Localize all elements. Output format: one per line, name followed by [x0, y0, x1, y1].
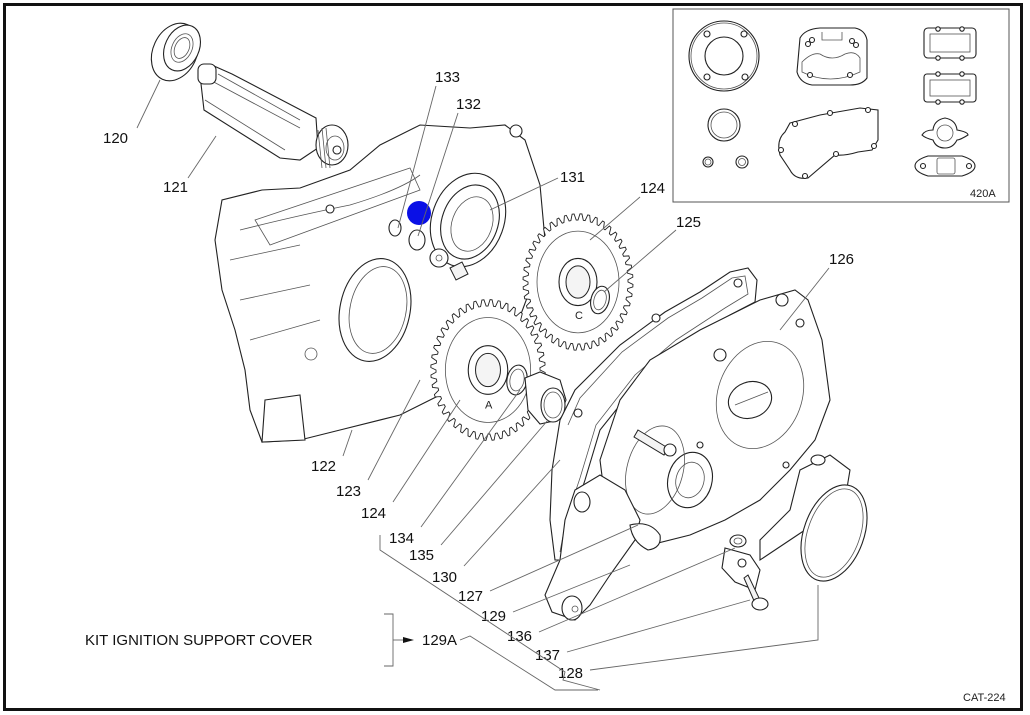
callout-dowel[interactable]: 123	[336, 379, 421, 500]
callout-oil-seal[interactable]: 131	[489, 169, 585, 211]
callout-number[interactable]: 128	[558, 665, 583, 682]
leader-line	[463, 459, 561, 567]
callout-gear-a[interactable]: 124	[361, 399, 461, 522]
intake-gasket-icon	[921, 117, 969, 149]
leader-line	[392, 399, 461, 503]
callout-number[interactable]: 121	[163, 179, 188, 196]
callout-circlip[interactable]: 125	[603, 214, 701, 293]
small-washer-part[interactable]	[729, 534, 747, 548]
kit-arrow-icon	[403, 637, 414, 643]
callout-ignition-cover[interactable]: 126	[779, 251, 854, 331]
ignition-cover-part[interactable]	[599, 289, 831, 546]
balance-shaft-part[interactable]	[197, 63, 349, 169]
callout-bolt[interactable]: 137	[535, 599, 751, 664]
leader-line	[566, 599, 751, 653]
kit-ref-label[interactable]: 129A	[422, 632, 457, 649]
gear-rim	[536, 230, 620, 334]
callout-number[interactable]: 132	[456, 96, 481, 113]
callout-gear-c[interactable]: 124	[589, 180, 665, 241]
gear-spline	[475, 352, 501, 388]
callout-o-ring[interactable]: 133	[397, 69, 460, 229]
callout-number[interactable]: 123	[336, 483, 361, 500]
kit-label: KIT IGNITION SUPPORT COVER	[85, 632, 313, 649]
callout-bearing[interactable]: 120	[103, 79, 161, 147]
leader-line	[589, 585, 819, 671]
callout-number[interactable]: 124	[361, 505, 386, 522]
leader-line	[342, 429, 353, 457]
leader-line	[603, 229, 677, 293]
callout-number[interactable]: 127	[458, 588, 483, 605]
leader-line	[417, 112, 459, 237]
kit-legend: KIT IGNITION SUPPORT COVER 129A	[85, 535, 601, 691]
leader-line	[440, 419, 549, 546]
callout-pin[interactable]: 127	[458, 524, 639, 605]
gear-rim	[444, 317, 532, 423]
callout-balance-shaft[interactable]: 121	[163, 135, 217, 196]
leader-line	[589, 196, 641, 241]
leader-line	[397, 85, 437, 229]
gear-letter: C	[575, 310, 583, 322]
callout-number[interactable]: 137	[535, 647, 560, 664]
inset-ref-label: 420A	[970, 188, 996, 200]
callout-bushing[interactable]: 135	[409, 419, 549, 564]
callout-number[interactable]: 125	[676, 214, 701, 231]
callout-number[interactable]: 122	[311, 458, 336, 475]
gear-a-part[interactable]: A	[430, 299, 546, 441]
callout-crankcase[interactable]: 122	[311, 429, 353, 475]
circlip-part[interactable]	[588, 284, 613, 316]
head-gasket-icon	[688, 20, 760, 92]
kit-bracket	[384, 613, 394, 667]
catalog-code: CAT-224	[963, 692, 1006, 704]
exhaust-gasket-icon	[914, 155, 976, 177]
crankcase-gasket-icon	[777, 106, 879, 180]
leader-line	[779, 267, 830, 331]
callout-number[interactable]: 124	[640, 180, 665, 197]
gasket-kit-inset[interactable]: 420A	[672, 8, 1010, 203]
gear-letter: A	[485, 399, 493, 411]
leader-line	[489, 524, 639, 592]
gear-spline	[565, 265, 591, 299]
leader-line	[538, 547, 736, 633]
callout-number[interactable]: 134	[389, 530, 414, 547]
callout-o-ring-large[interactable]: 128	[558, 585, 819, 682]
callout-layer: 1201211331321311241251261221231241341351…	[103, 69, 854, 682]
leader-line	[489, 177, 559, 211]
bushing-part[interactable]	[524, 371, 567, 425]
callout-number[interactable]: 135	[409, 547, 434, 564]
callout-washer[interactable]: 134	[389, 389, 521, 547]
callout-washer-small[interactable]: 136	[507, 547, 736, 645]
kit-ref-leader	[459, 635, 598, 691]
leader-line	[367, 379, 421, 481]
callout-number[interactable]: 129	[481, 608, 506, 625]
callout-number[interactable]: 133	[435, 69, 460, 86]
pin-part[interactable]	[633, 429, 677, 457]
callout-number[interactable]: 131	[560, 169, 585, 186]
callout-number[interactable]: 126	[829, 251, 854, 268]
reed-gasket-icon	[923, 26, 977, 105]
kit-leader-line	[379, 535, 601, 691]
callout-screw[interactable]: 132	[417, 96, 481, 237]
ignition-support-part[interactable]	[544, 474, 661, 621]
callout-number[interactable]: 130	[432, 569, 457, 586]
callout-number[interactable]: 120	[103, 130, 128, 147]
large-o-ring-part[interactable]	[789, 476, 880, 590]
cylinder-gasket-icon	[796, 27, 868, 86]
gear-c-part[interactable]: C	[522, 213, 634, 351]
leader-line	[512, 564, 631, 613]
callout-gasket[interactable]: 130	[432, 459, 561, 586]
selection-marker[interactable]	[407, 201, 431, 225]
leader-line	[420, 389, 521, 528]
leader-line	[187, 135, 217, 179]
o-ring-gasket-icon	[702, 108, 749, 169]
callout-number[interactable]: 136	[507, 628, 532, 645]
bearing-part[interactable]	[142, 16, 207, 89]
leader-line	[136, 79, 161, 129]
